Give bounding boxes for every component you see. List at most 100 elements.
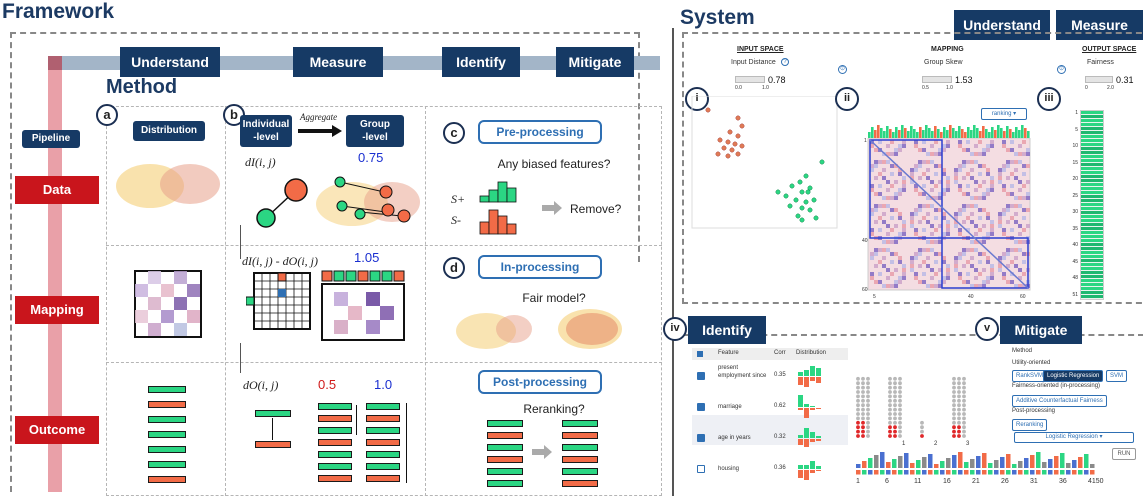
mitigate-axis-tick: 16 xyxy=(943,478,951,485)
fairness-slider[interactable] xyxy=(1085,76,1113,83)
post-processing-label: Post-processing xyxy=(1012,408,1056,414)
identify-row[interactable]: marriage 0.62 xyxy=(692,393,848,423)
feature-name: marriage xyxy=(718,404,742,410)
feature-checkbox[interactable] xyxy=(697,403,705,411)
utility-label: Utility-oriented xyxy=(1012,360,1051,366)
feature-name: age in years xyxy=(718,435,751,441)
feature-distribution xyxy=(798,428,821,447)
mapping-tick-x5: 5 xyxy=(873,294,876,300)
select-all-checkbox[interactable] xyxy=(697,351,703,357)
input-distance-slider[interactable] xyxy=(735,76,765,83)
reranking-button[interactable]: Reranking xyxy=(1012,419,1048,431)
badge-v: v xyxy=(975,317,999,341)
fairness-label: Fairness xyxy=(1087,59,1114,66)
input-space-title: INPUT SPACE xyxy=(737,46,784,53)
preprocessing-label: Pre-processing xyxy=(478,120,602,144)
feature-checkbox[interactable] xyxy=(697,434,705,442)
identify-row[interactable]: present employment since 0.35 xyxy=(692,362,848,392)
group-skew-value-3a: 0.5 xyxy=(318,377,337,392)
system-top-panel xyxy=(682,32,1143,304)
hist-tick-1: 1 xyxy=(902,441,906,447)
mitigate-axis-tick: 31 xyxy=(1030,478,1038,485)
output-tick: 25 xyxy=(1072,192,1078,199)
stage-measure: Measure xyxy=(293,47,383,77)
individual-pair-diagram xyxy=(256,178,308,228)
badge-iii: iii xyxy=(1037,87,1061,111)
badge-c: c xyxy=(443,122,465,144)
group-pair-diagram xyxy=(316,176,420,226)
individual-level-label: Individual -level xyxy=(240,115,292,147)
feature-corr: 0.35 xyxy=(774,372,786,378)
framework-outer-box xyxy=(10,32,640,492)
feature-checkbox[interactable] xyxy=(697,372,705,380)
feature-checkbox[interactable] xyxy=(697,465,705,473)
input-distance-value: 0.78 xyxy=(768,75,786,85)
identify-row[interactable]: age in years 0.32 xyxy=(692,424,848,454)
remove-label: Remove? xyxy=(570,202,622,216)
output-info-icon[interactable]: ⊙ xyxy=(1057,65,1066,74)
run-button[interactable]: RUN xyxy=(1112,448,1136,460)
feature-distribution xyxy=(798,461,821,480)
output-tick: 15 xyxy=(1072,159,1078,166)
postprocessing-label: Post-processing xyxy=(478,370,602,394)
aggregate-arrow xyxy=(298,125,342,137)
feature-distribution xyxy=(798,366,821,387)
identify-histograms xyxy=(856,376,966,438)
framework-title: Framework xyxy=(2,0,115,23)
feature-corr: 0.62 xyxy=(774,403,786,409)
hist-tick-2: 2 xyxy=(934,441,938,447)
method-label: Method xyxy=(1012,348,1033,354)
mitigate-axis-tick: 11 xyxy=(914,478,922,485)
ranksvm-button[interactable]: RankSVM xyxy=(1012,370,1048,382)
system-divider xyxy=(672,28,674,496)
input-space-scatter xyxy=(691,96,838,229)
fairness-slider-max: 2.0 xyxy=(1107,85,1114,91)
mitigate-axis-tick: 4150 xyxy=(1088,478,1104,485)
feature-corr: 0.32 xyxy=(774,434,786,440)
group-skew-value: 1.53 xyxy=(955,75,973,85)
badge-i: i xyxy=(685,87,709,111)
system-title: System xyxy=(680,6,755,29)
output-tick: 1 xyxy=(1075,110,1078,116)
mapping-slider-max: 1.0 xyxy=(946,85,953,91)
mapping-tick-y40: 40 xyxy=(862,238,868,244)
pipeline-label: Pipeline xyxy=(22,130,80,148)
system-tab-measure[interactable]: Measure xyxy=(1056,10,1143,40)
mitigate-title: Mitigate xyxy=(1000,316,1082,344)
method-title: Method xyxy=(106,76,178,98)
mapping-histogram xyxy=(868,125,1030,138)
mapping-title: MAPPING xyxy=(931,46,964,53)
ranking-dropdown[interactable]: ranking ▾ xyxy=(981,108,1027,120)
output-tick: 30 xyxy=(1072,209,1078,215)
output-ranking-column xyxy=(1080,110,1104,300)
group-skew-label: Group Skew xyxy=(924,59,963,66)
mapping-tick-y60: 60 xyxy=(862,287,868,293)
feature-name: present employment since xyxy=(718,365,767,379)
model-select[interactable]: Logistic Regression ▾ xyxy=(1014,432,1134,443)
fair-model-scatter xyxy=(456,309,622,349)
pipeline-rail xyxy=(48,56,62,492)
group-skew-value-2: 1.05 xyxy=(354,250,380,265)
svm-button[interactable]: SVM xyxy=(1106,370,1128,382)
output-tick: 35 xyxy=(1072,225,1078,232)
fairness-oriented-label: Fairness-oriented (in-processing) xyxy=(1012,383,1101,389)
logistic-regression-button[interactable]: Logistic Regression xyxy=(1043,370,1104,382)
mapping-matrix xyxy=(867,138,1031,291)
acf-button[interactable]: Additive Counterfactual Fairness xyxy=(1012,395,1107,407)
system-tab-understand[interactable]: Understand xyxy=(954,10,1050,40)
mapping-info-icon[interactable]: ⊙ xyxy=(838,65,847,74)
badge-a: a xyxy=(96,104,118,126)
badge-ii: ii xyxy=(835,87,859,111)
output-tick: 40 xyxy=(1072,242,1078,248)
input-slider-min: 0.0 xyxy=(735,85,742,91)
input-distance-info-icon[interactable]: ? xyxy=(781,58,789,66)
row-data: Data xyxy=(15,176,99,204)
distribution-scatter xyxy=(116,164,220,208)
input-slider-max: 1.0 xyxy=(762,85,769,91)
mitigate-axis-tick: 26 xyxy=(1001,478,1009,485)
group-skew-slider[interactable] xyxy=(922,76,952,83)
inprocessing-label: In-processing xyxy=(478,255,602,279)
s-plus-label: S+ xyxy=(451,192,466,206)
